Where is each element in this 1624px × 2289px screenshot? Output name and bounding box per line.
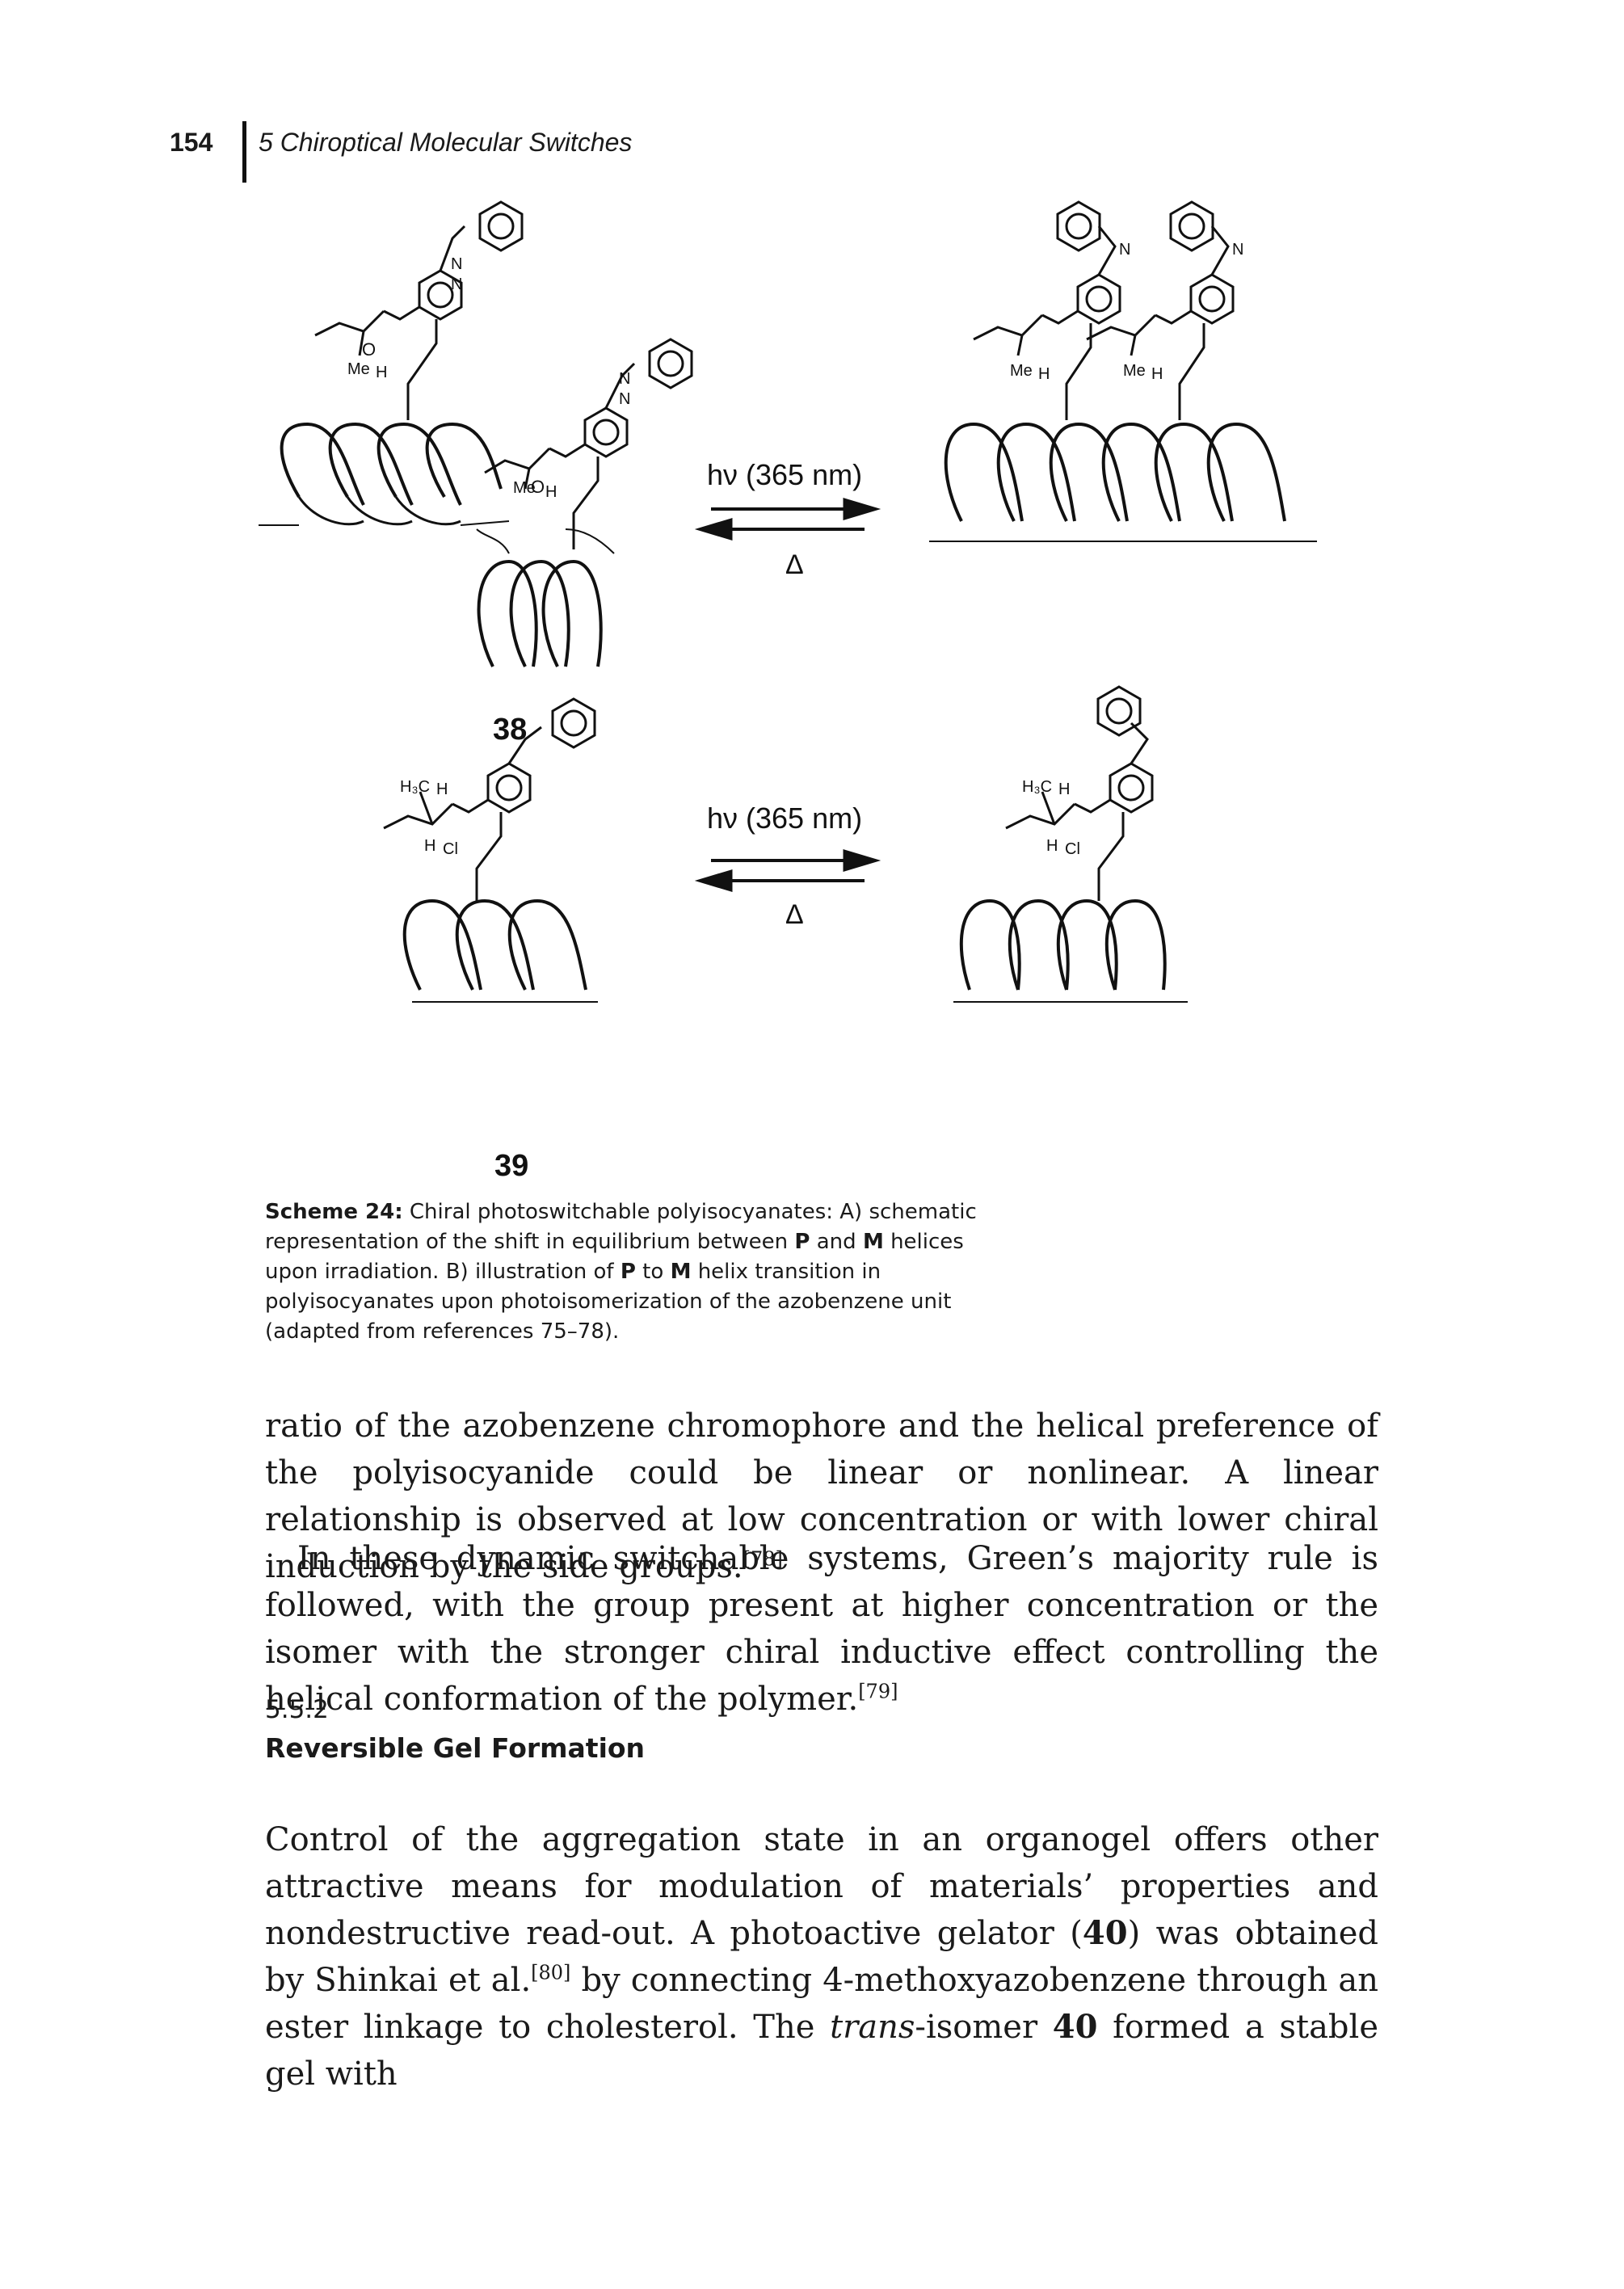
- side-chain-39-left: [383, 697, 596, 901]
- helix-39-right: [953, 898, 1188, 1003]
- citation[interactable]: [79]: [858, 1680, 898, 1703]
- label-n: N: [619, 370, 630, 388]
- compound-38-label: 38: [493, 713, 527, 747]
- label-h3c: H₃C: [400, 778, 430, 796]
- label-h: H: [1038, 365, 1050, 383]
- label-h: H: [545, 483, 557, 501]
- reverse-label: Δ: [785, 549, 804, 580]
- label-h: H: [1151, 365, 1163, 383]
- equilibrium-arrow-38[interactable]: [694, 497, 881, 541]
- label-h: H: [436, 781, 448, 798]
- label-me: Me: [513, 479, 536, 497]
- label-n: N: [451, 276, 462, 293]
- figure-caption: Scheme 24: Chiral photoswitchable polyis…: [265, 1200, 977, 1344]
- reaction-label: hν (365 nm): [707, 458, 862, 491]
- chapter-title: 5 Chiroptical Molecular Switches: [259, 128, 633, 157]
- paragraph: Control of the aggregation state in an o…: [265, 1821, 1379, 2093]
- running-header: 154 5 Chiroptical Molecular Switches: [0, 121, 1624, 186]
- helix-39-left: [402, 898, 598, 1003]
- label-me: Me: [1010, 362, 1033, 380]
- scheme-drawing: Me H O N N Me H O N N hν (365 nm) Δ: [259, 200, 1317, 1183]
- paragraph: In these dynamic switchable systems, Gre…: [265, 1540, 1378, 1718]
- label-me: Me: [1123, 362, 1146, 380]
- page-number: 154: [170, 128, 213, 157]
- label-me: Me: [347, 360, 370, 378]
- label-h: H: [1046, 837, 1058, 855]
- paragraph: ratio of the azobenzene chromophore and …: [265, 1407, 1378, 1585]
- helix-38-right: [929, 422, 1317, 542]
- label-h3c: H₃C: [1022, 778, 1052, 796]
- side-chain-39-right: [1005, 685, 1154, 901]
- label-cl: Cl: [443, 840, 458, 858]
- scheme-24-figure: Me H O N N Me H O N N hν (365 nm) Δ: [242, 182, 1414, 1184]
- label-o: O: [531, 477, 545, 497]
- label-o: O: [362, 339, 376, 360]
- label-n: N: [619, 390, 630, 408]
- caption-label: Scheme 24:: [265, 1200, 403, 1224]
- section-number: 5.5.2: [265, 1695, 329, 1724]
- reaction-label: hν (365 nm): [707, 802, 862, 835]
- label-h: H: [424, 837, 435, 855]
- citation[interactable]: [80]: [531, 1961, 571, 1984]
- reverse-label: Δ: [785, 899, 804, 930]
- section-title: Reversible Gel Formation: [265, 1732, 646, 1764]
- side-chain-38-upper: [314, 200, 524, 420]
- side-chain-38-right-a: [973, 200, 1235, 420]
- compound-39-label: 39: [494, 1149, 528, 1183]
- label-n: N: [451, 255, 462, 273]
- label-cl: Cl: [1065, 840, 1080, 858]
- helix-38-left-lower: [476, 528, 615, 667]
- citation[interactable]: [78]: [743, 1547, 783, 1571]
- helix-38-left-upper: [259, 422, 510, 526]
- label-h: H: [1058, 781, 1070, 798]
- equilibrium-arrow-39[interactable]: [694, 848, 881, 893]
- side-chain-38-right: [484, 338, 693, 549]
- label-n: N: [1232, 241, 1243, 259]
- label-h: H: [376, 364, 387, 381]
- header-rule: [242, 121, 246, 183]
- label-n: N: [1119, 241, 1130, 259]
